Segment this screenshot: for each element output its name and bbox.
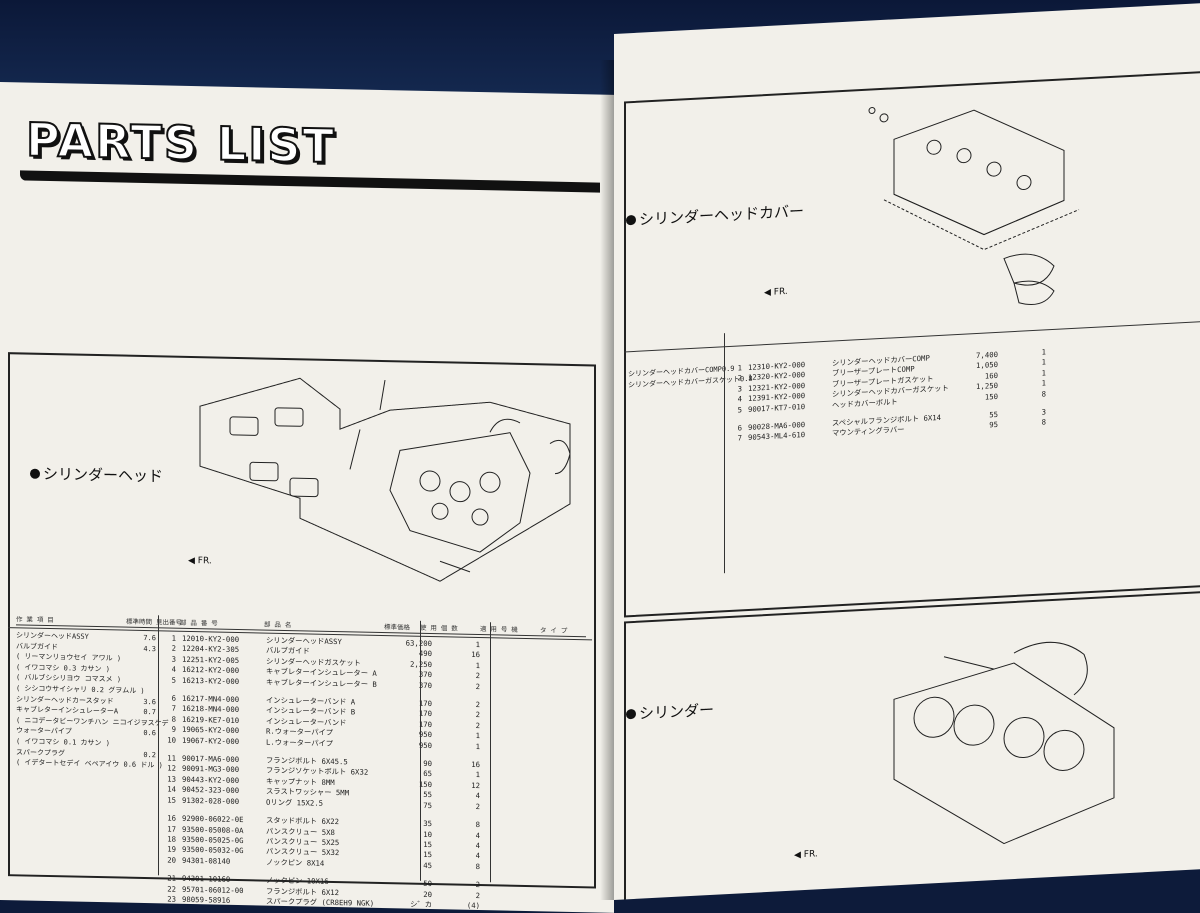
ref-number: 17 — [167, 824, 176, 834]
header-ref: 見出番号 — [156, 618, 182, 627]
job-time: 0.2 — [143, 750, 156, 759]
front-label: FR. — [773, 286, 788, 298]
header-job: 作 業 項 目 — [16, 615, 54, 625]
part-price: 95 — [989, 420, 998, 430]
ref-number: 18 — [167, 834, 176, 844]
part-number: 98059-58926 — [182, 905, 231, 913]
column-rule — [158, 615, 159, 876]
column-rule — [724, 333, 725, 574]
bullet-icon — [626, 708, 636, 720]
job-time: 4.3 — [143, 644, 156, 653]
part-number: 19067-KY2-000 — [182, 735, 240, 746]
part-price: シ゛カ — [410, 899, 432, 909]
part-qty: 1 — [475, 741, 480, 751]
job-time: 0.7 — [143, 708, 156, 717]
ref-number: 2 — [171, 644, 176, 654]
ref-number: 13 — [167, 774, 176, 784]
ref-number: 19 — [167, 844, 176, 854]
header-time: 標準時間 — [126, 617, 152, 627]
title-underline — [20, 170, 600, 193]
header-type: タ イ プ — [540, 626, 568, 635]
part-price: 370 — [418, 680, 432, 690]
ref-number: 10 — [167, 735, 176, 745]
part-qty: 2 — [475, 801, 480, 811]
ref-number: 3 — [171, 654, 176, 664]
part-number: 91302-028-000 — [182, 795, 240, 806]
ref-number — [160, 905, 176, 913]
header-part-no: 部 品 番 号 — [180, 618, 218, 628]
ref-number: 11 — [167, 753, 176, 763]
ref-number: 20 — [167, 855, 176, 865]
ref-number: 5 — [737, 404, 742, 415]
header-price: 標準価格 — [384, 623, 410, 632]
part-price: 950 — [418, 740, 432, 750]
ref-number: 6 — [171, 693, 176, 703]
front-direction-arrow-2: ◀ FR. — [794, 849, 818, 861]
cylinder-head-cover-diagram — [868, 106, 1080, 306]
column-rule — [420, 620, 421, 881]
ref-number: 22 — [167, 884, 176, 894]
section-label-text: シリンダー — [639, 700, 715, 723]
column-rule — [490, 622, 491, 883]
header-name: 部 品 名 — [264, 620, 292, 630]
cylinder-head-exploded-diagram — [199, 377, 571, 582]
ref-number: 9 — [171, 724, 176, 734]
ref-number: 8 — [171, 714, 176, 724]
part-price: 150 — [984, 391, 998, 402]
header-serial: 適 用 号 機 — [480, 625, 518, 634]
part-price: 75 — [423, 800, 432, 810]
job-time: 7.6 — [143, 634, 156, 643]
part-number: 94301-08140 — [182, 855, 231, 866]
ref-number: 14 — [167, 784, 176, 794]
part-qty: 8 — [475, 861, 480, 871]
part-qty: (4) — [432, 910, 480, 913]
ref-number: 12 — [167, 763, 176, 774]
page-title: PARTS LIST — [25, 112, 337, 174]
bullet-icon — [30, 468, 40, 479]
cylinder-diagram — [893, 641, 1115, 845]
ref-number: 15 — [167, 795, 176, 805]
part-name: スパークプラグ (CR8EH9 NGK) — [266, 896, 375, 908]
front-label: FR. — [803, 849, 818, 861]
ref-number: 21 — [167, 873, 176, 883]
part-qty: (4) — [466, 900, 480, 910]
header-qty: 使 用 個 数 — [420, 623, 458, 633]
part-number: 98059-58916 — [182, 894, 231, 905]
ref-number: 5 — [171, 675, 176, 685]
part-price: シ゛カ — [392, 910, 432, 913]
part-price: 45 — [423, 860, 432, 870]
section-label-text: シリンダーヘッド — [43, 464, 164, 486]
ref-number: 1 — [171, 633, 176, 643]
ref-number: 16 — [167, 813, 176, 823]
bullet-icon — [626, 214, 636, 226]
job-time: 0.6 — [143, 729, 156, 738]
ref-number: 7 — [737, 433, 742, 443]
ref-number: 7 — [171, 704, 176, 714]
part-qty: 2 — [475, 681, 480, 691]
left-page: PARTS LIST シリンダーヘッド ◀ FR. 作 業 項 目 標準時間 見… — [0, 82, 614, 913]
section-label-cylinder-head: シリンダーヘッド — [30, 463, 163, 487]
ref-number: 4 — [171, 664, 176, 674]
job-time: 3.6 — [143, 697, 156, 706]
part-number: 16213-KY2-000 — [182, 675, 240, 686]
front-direction-arrow: ◀ FR. — [764, 286, 788, 299]
